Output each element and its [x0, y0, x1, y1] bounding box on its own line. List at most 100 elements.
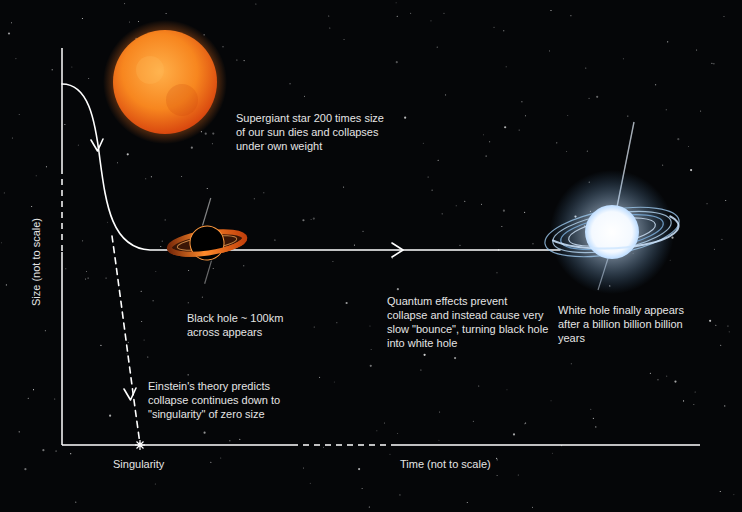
star [467, 502, 468, 503]
star [369, 325, 370, 326]
star [497, 475, 498, 476]
star [420, 369, 421, 370]
star [166, 13, 167, 14]
star [729, 331, 730, 332]
star [210, 462, 211, 463]
star [303, 468, 304, 469]
star [36, 175, 37, 176]
star [570, 15, 571, 16]
star [389, 454, 390, 455]
star [587, 151, 588, 152]
star [709, 320, 711, 322]
star [236, 60, 237, 61]
star [481, 204, 482, 205]
black-hole [163, 194, 250, 288]
star [28, 398, 29, 399]
star [464, 201, 465, 202]
star [506, 66, 507, 67]
star [524, 212, 525, 213]
arrowhead [124, 388, 136, 400]
star [160, 246, 161, 247]
star [376, 430, 377, 431]
star-texture [136, 56, 164, 84]
star [334, 381, 335, 382]
star [443, 13, 444, 14]
star-body [113, 30, 217, 134]
star [657, 379, 658, 380]
core [585, 205, 639, 259]
star [362, 231, 363, 232]
star [690, 169, 692, 171]
star [513, 433, 515, 435]
star [666, 376, 667, 377]
star [343, 187, 344, 188]
star [151, 176, 152, 177]
axis-label: Time (not to scale) [400, 457, 491, 471]
x-axis [62, 444, 292, 446]
star [627, 116, 628, 117]
star [432, 190, 433, 191]
star [397, 288, 399, 290]
star [593, 418, 594, 419]
star [725, 200, 726, 201]
star [56, 450, 57, 451]
star [438, 440, 439, 441]
star-texture [166, 84, 198, 116]
star [720, 345, 721, 346]
star [662, 165, 663, 166]
star [493, 27, 494, 28]
star [42, 449, 44, 451]
star [329, 27, 330, 28]
star [666, 109, 667, 110]
star [496, 458, 497, 459]
star [188, 302, 189, 303]
star [162, 241, 163, 242]
star [445, 94, 446, 95]
star [478, 385, 479, 386]
star [88, 278, 89, 279]
star [141, 291, 142, 292]
star [733, 494, 734, 495]
star [397, 16, 398, 17]
axis-title: Size (not to scale) [29, 218, 43, 306]
star [623, 58, 624, 59]
star [255, 4, 256, 5]
star [519, 130, 520, 131]
star [430, 20, 431, 21]
star [82, 18, 83, 19]
star [212, 143, 213, 144]
star [552, 453, 553, 454]
star [11, 22, 12, 23]
star [713, 63, 714, 64]
star [302, 219, 304, 221]
star [667, 41, 668, 42]
star [727, 326, 728, 327]
star [370, 365, 372, 367]
star [239, 439, 240, 440]
star [153, 300, 154, 301]
star [525, 422, 526, 423]
disk-front [552, 216, 680, 251]
star [346, 302, 348, 304]
star [332, 261, 333, 262]
star [496, 272, 497, 273]
x-axis-dashed [292, 444, 396, 446]
star [155, 483, 156, 484]
star [24, 468, 26, 470]
star [437, 47, 438, 48]
note: Quantum effects prevent collapse and ins… [387, 294, 549, 350]
star [371, 349, 372, 350]
star [191, 147, 193, 149]
evolution-curve [62, 84, 560, 444]
star [566, 151, 567, 152]
note: Einstein's theory predicts collapse cont… [148, 379, 300, 421]
star [438, 160, 439, 161]
star [304, 96, 305, 97]
star [721, 239, 722, 240]
star [144, 339, 145, 340]
star-mark [135, 440, 145, 450]
star [4, 192, 5, 193]
star [384, 422, 385, 423]
